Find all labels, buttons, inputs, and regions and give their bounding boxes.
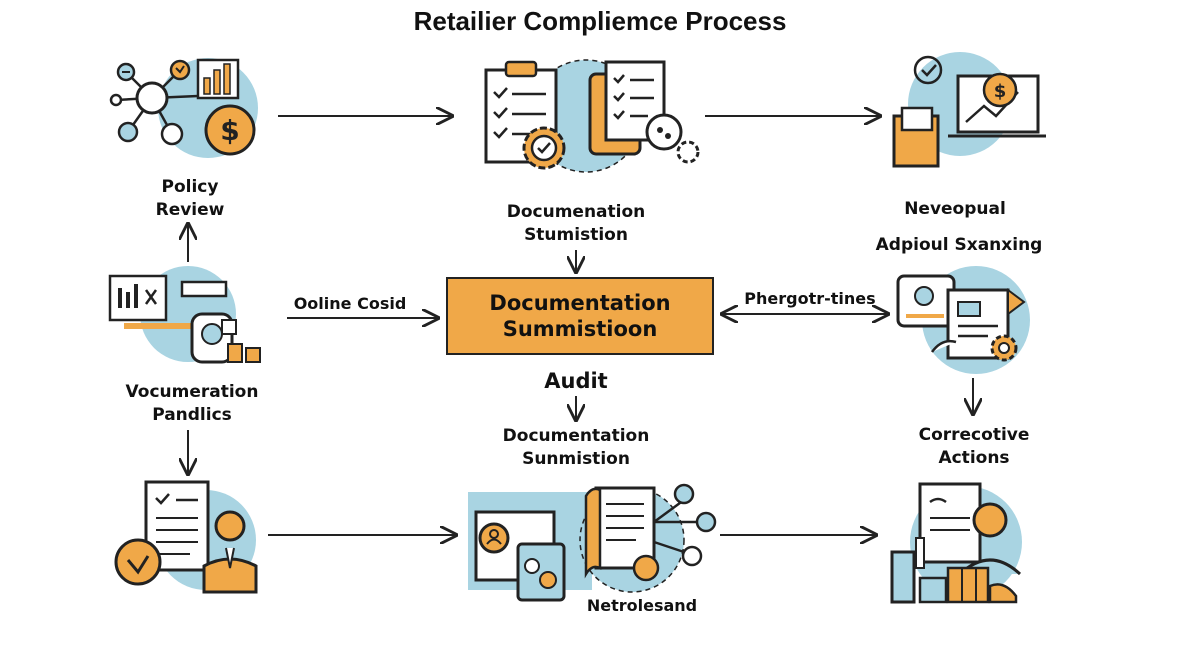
diagram-title: Retailier Compliemce Process (413, 6, 787, 36)
document-profile-network-icon (468, 483, 717, 602)
policy-network-dollar-icon: $ (109, 58, 258, 158)
svg-text:$: $ (220, 114, 239, 147)
laptop-dollar-chart-icon: $ (892, 52, 1046, 168)
central-box-line-2: Summistioon (502, 317, 658, 341)
netrolesand-label: Netrolesand (586, 596, 698, 615)
document-worker-desk-icon (890, 482, 1022, 604)
online-cosid-label: Ooline Cosid (293, 294, 407, 313)
document-profile-gear-icon (896, 266, 1030, 374)
audit-label: Audit (544, 369, 608, 393)
neveopual-label: Neveopual (904, 199, 1006, 219)
checklist-gear-document-icon (484, 59, 700, 173)
clipboard-chart-machine-icon (108, 266, 261, 364)
central-box-line-1: Documentation (489, 291, 671, 315)
document-checkmark-person-icon (114, 480, 258, 594)
adpioul-label: Adpioul Sxanxing (875, 235, 1043, 255)
central-documentation-box: Documentation Summistioon (446, 277, 714, 355)
phergotr-label: Phergotr-tines (744, 289, 876, 308)
svg-text:$: $ (994, 81, 1007, 102)
